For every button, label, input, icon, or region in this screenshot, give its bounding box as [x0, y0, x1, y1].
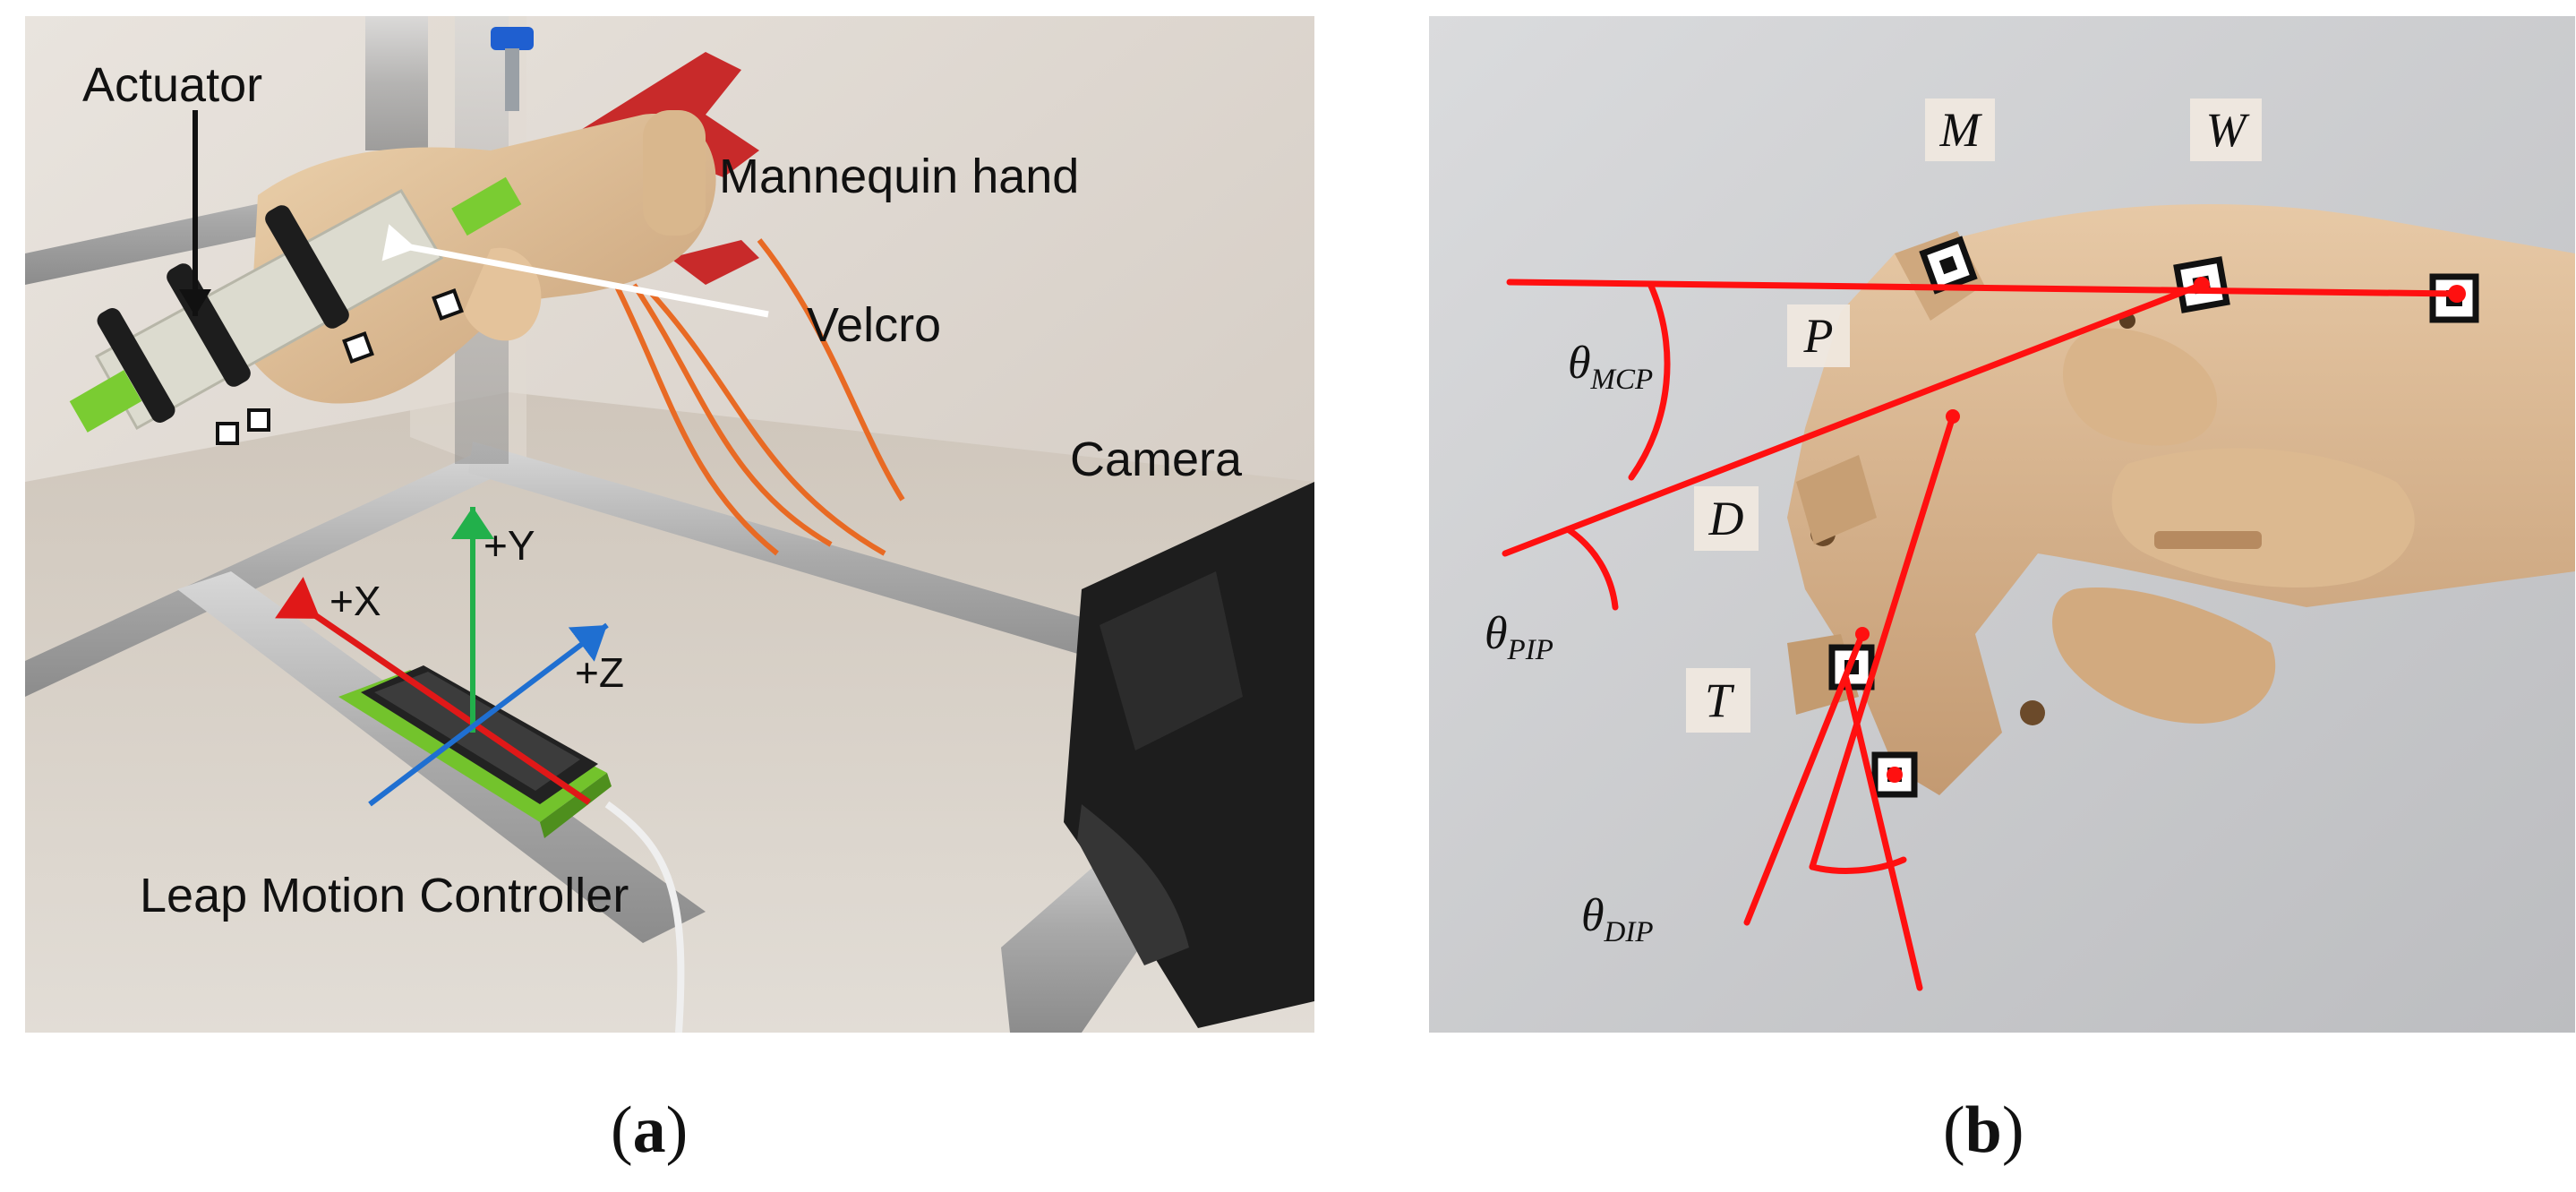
velcro-pointer-arrow	[381, 224, 769, 318]
leap-motion-label: Leap Motion Controller	[140, 869, 629, 922]
theta-mcp-label: θMCP	[1568, 338, 1654, 396]
velcro-label: Velcro	[807, 298, 942, 352]
theta-dip-label: θDIP	[1581, 890, 1654, 948]
marker-p-label: P	[1787, 304, 1850, 367]
marker-d-label: D	[1694, 486, 1759, 551]
x-axis-arrow	[275, 577, 591, 805]
orange-tubes	[613, 238, 905, 556]
panel-b-scene	[1429, 16, 2575, 1033]
actuator-label: Actuator	[82, 58, 263, 112]
coordinate-axes	[275, 507, 609, 807]
joint-angle-lines	[1502, 279, 2460, 991]
panel-a-photo: Actuator Mannequin hand Velcro Camera Le…	[25, 16, 1314, 1033]
marker-m-label: M	[1925, 99, 1995, 161]
y-axis-label: +Y	[484, 522, 535, 569]
wooden-hand-shape	[1787, 204, 2575, 795]
panel-b-photo: M W P D T θMCP θPIP θDIP	[1429, 16, 2575, 1033]
z-axis-arrow	[368, 622, 609, 807]
caption-a: (a)	[611, 1093, 689, 1167]
camera-label: Camera	[1070, 433, 1243, 486]
theta-pip-label: θPIP	[1485, 608, 1553, 666]
marker-w-label: W	[2190, 99, 2262, 161]
panel-a-scene	[25, 16, 1314, 1033]
mannequin-hand-label: Mannequin hand	[719, 150, 1080, 203]
camera-body	[1064, 482, 1314, 1028]
joint-points	[1855, 277, 2466, 783]
x-axis-label: +X	[329, 578, 381, 624]
z-axis-label: +Z	[575, 649, 624, 696]
caption-b: (b)	[1943, 1093, 2024, 1167]
marker-t-label: T	[1686, 668, 1750, 733]
blue-valve	[491, 27, 534, 111]
